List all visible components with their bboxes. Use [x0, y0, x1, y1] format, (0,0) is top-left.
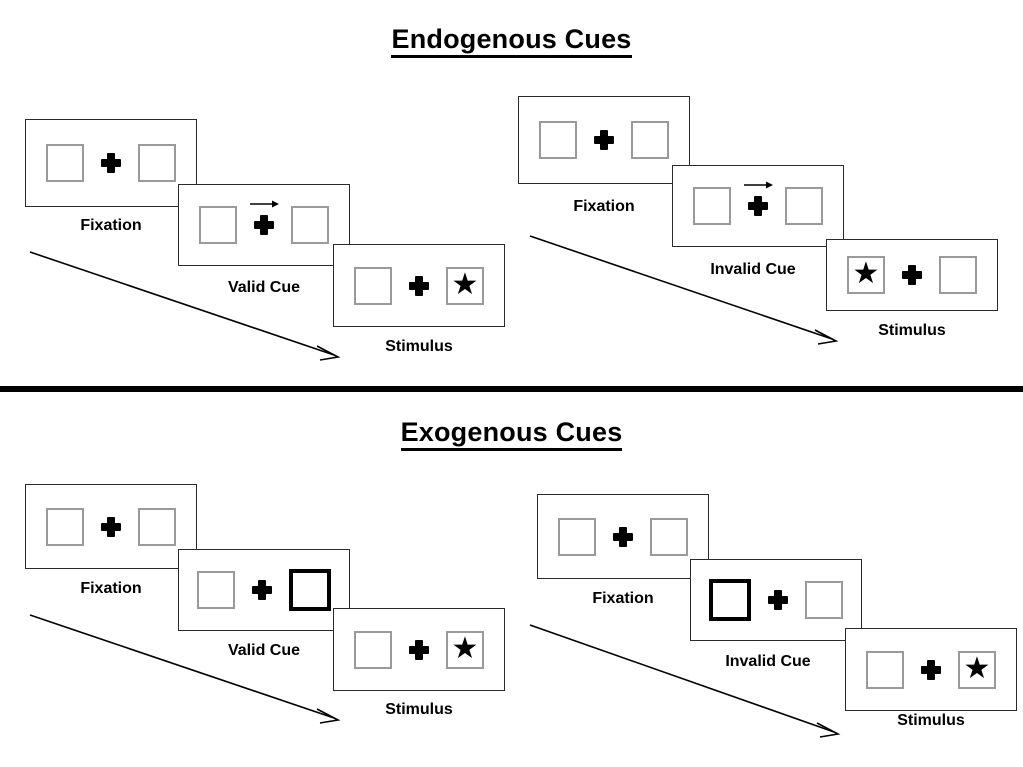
panel-content — [709, 579, 843, 621]
arrow-right-icon — [250, 200, 279, 208]
stage-label-exogenous-invalid-stimulus: Stimulus — [897, 712, 965, 729]
right-box-target: ★ — [446, 630, 484, 669]
stage-label-endogenous-invalid-cue: Invalid Cue — [710, 261, 796, 278]
plus-icon — [612, 526, 634, 548]
plus-icon — [100, 152, 122, 174]
panel-endogenous-valid-cue — [178, 184, 350, 266]
star-icon: ★ — [451, 267, 479, 301]
panel-content: ★ — [847, 256, 977, 294]
stage-label-exogenous-valid-stimulus: Stimulus — [385, 701, 453, 718]
stage-label-endogenous-invalid-stimulus: Stimulus — [878, 322, 946, 339]
left-box-cued — [709, 579, 751, 621]
stage-label-exogenous-valid-fixation: Fixation — [80, 580, 142, 597]
left-box — [199, 206, 237, 244]
section-divider — [0, 386, 1023, 392]
panel-content — [693, 181, 823, 225]
right-box — [650, 517, 688, 556]
right-box-target: ★ — [446, 266, 484, 305]
section-title-exogenous: Exogenous Cues — [0, 417, 1023, 451]
left-box — [46, 144, 84, 182]
panel-content — [46, 144, 176, 182]
panel-endogenous-valid-fixation — [25, 119, 197, 207]
right-box — [805, 581, 843, 619]
stage-label-endogenous-valid-fixation: Fixation — [80, 217, 142, 234]
panel-content — [197, 569, 331, 611]
panel-endogenous-invalid-cue — [672, 165, 844, 247]
arrow-right-icon — [744, 181, 773, 189]
star-icon: ★ — [451, 631, 479, 665]
plus-icon — [408, 275, 430, 297]
panel-content: ★ — [354, 266, 484, 305]
plus-icon — [901, 264, 923, 286]
star-icon: ★ — [852, 257, 880, 290]
panel-exogenous-valid-fixation — [25, 484, 197, 569]
stage-label-endogenous-invalid-fixation: Fixation — [573, 198, 635, 215]
panel-content — [539, 121, 669, 159]
plus-icon — [920, 659, 942, 681]
plus-icon — [744, 181, 773, 217]
stage-label-exogenous-valid-cue: Valid Cue — [227, 642, 301, 659]
right-box — [138, 507, 176, 546]
left-box — [354, 630, 392, 669]
panel-exogenous-valid-cue — [178, 549, 350, 631]
panel-content — [199, 200, 329, 244]
stage-label-endogenous-valid-cue: Valid Cue — [227, 279, 301, 296]
panel-content — [558, 517, 688, 556]
plus-icon — [251, 579, 273, 601]
left-box — [354, 266, 392, 305]
section-title-endogenous: Endogenous Cues — [0, 24, 1023, 58]
right-box — [291, 206, 329, 244]
right-box — [631, 121, 669, 159]
section-title-endogenous-text: Endogenous Cues — [391, 24, 632, 58]
panel-exogenous-invalid-stimulus: ★ — [845, 628, 1017, 711]
right-box-target: ★ — [958, 650, 996, 689]
panel-endogenous-valid-stimulus: ★ — [333, 244, 505, 327]
plus-icon — [767, 589, 789, 611]
right-box — [138, 144, 176, 182]
panel-content: ★ — [866, 650, 996, 689]
panel-exogenous-invalid-fixation — [537, 494, 709, 579]
plus-icon — [250, 200, 279, 236]
stage-label-exogenous-invalid-fixation: Fixation — [592, 590, 654, 607]
stage-label-exogenous-invalid-cue: Invalid Cue — [725, 653, 811, 670]
panel-exogenous-invalid-cue — [690, 559, 862, 641]
section-title-exogenous-text: Exogenous Cues — [400, 417, 623, 451]
left-box — [46, 507, 84, 546]
left-box — [558, 517, 596, 556]
plus-icon — [408, 639, 430, 661]
panel-content: ★ — [354, 630, 484, 669]
panel-endogenous-invalid-stimulus: ★ — [826, 239, 998, 311]
right-box-cued — [289, 569, 331, 611]
panel-endogenous-invalid-fixation — [518, 96, 690, 184]
star-icon: ★ — [963, 651, 991, 685]
left-box — [197, 571, 235, 609]
left-box — [866, 650, 904, 689]
left-box-target: ★ — [847, 256, 885, 294]
right-box — [939, 256, 977, 294]
plus-icon — [593, 129, 615, 151]
left-box — [539, 121, 577, 159]
panel-content — [46, 507, 176, 546]
plus-icon — [100, 516, 122, 538]
stage-label-endogenous-valid-stimulus: Stimulus — [385, 338, 453, 355]
timeline-arrow-endogenous-invalid — [529, 235, 839, 345]
left-box — [693, 187, 731, 225]
panel-exogenous-valid-stimulus: ★ — [333, 608, 505, 691]
right-box — [785, 187, 823, 225]
